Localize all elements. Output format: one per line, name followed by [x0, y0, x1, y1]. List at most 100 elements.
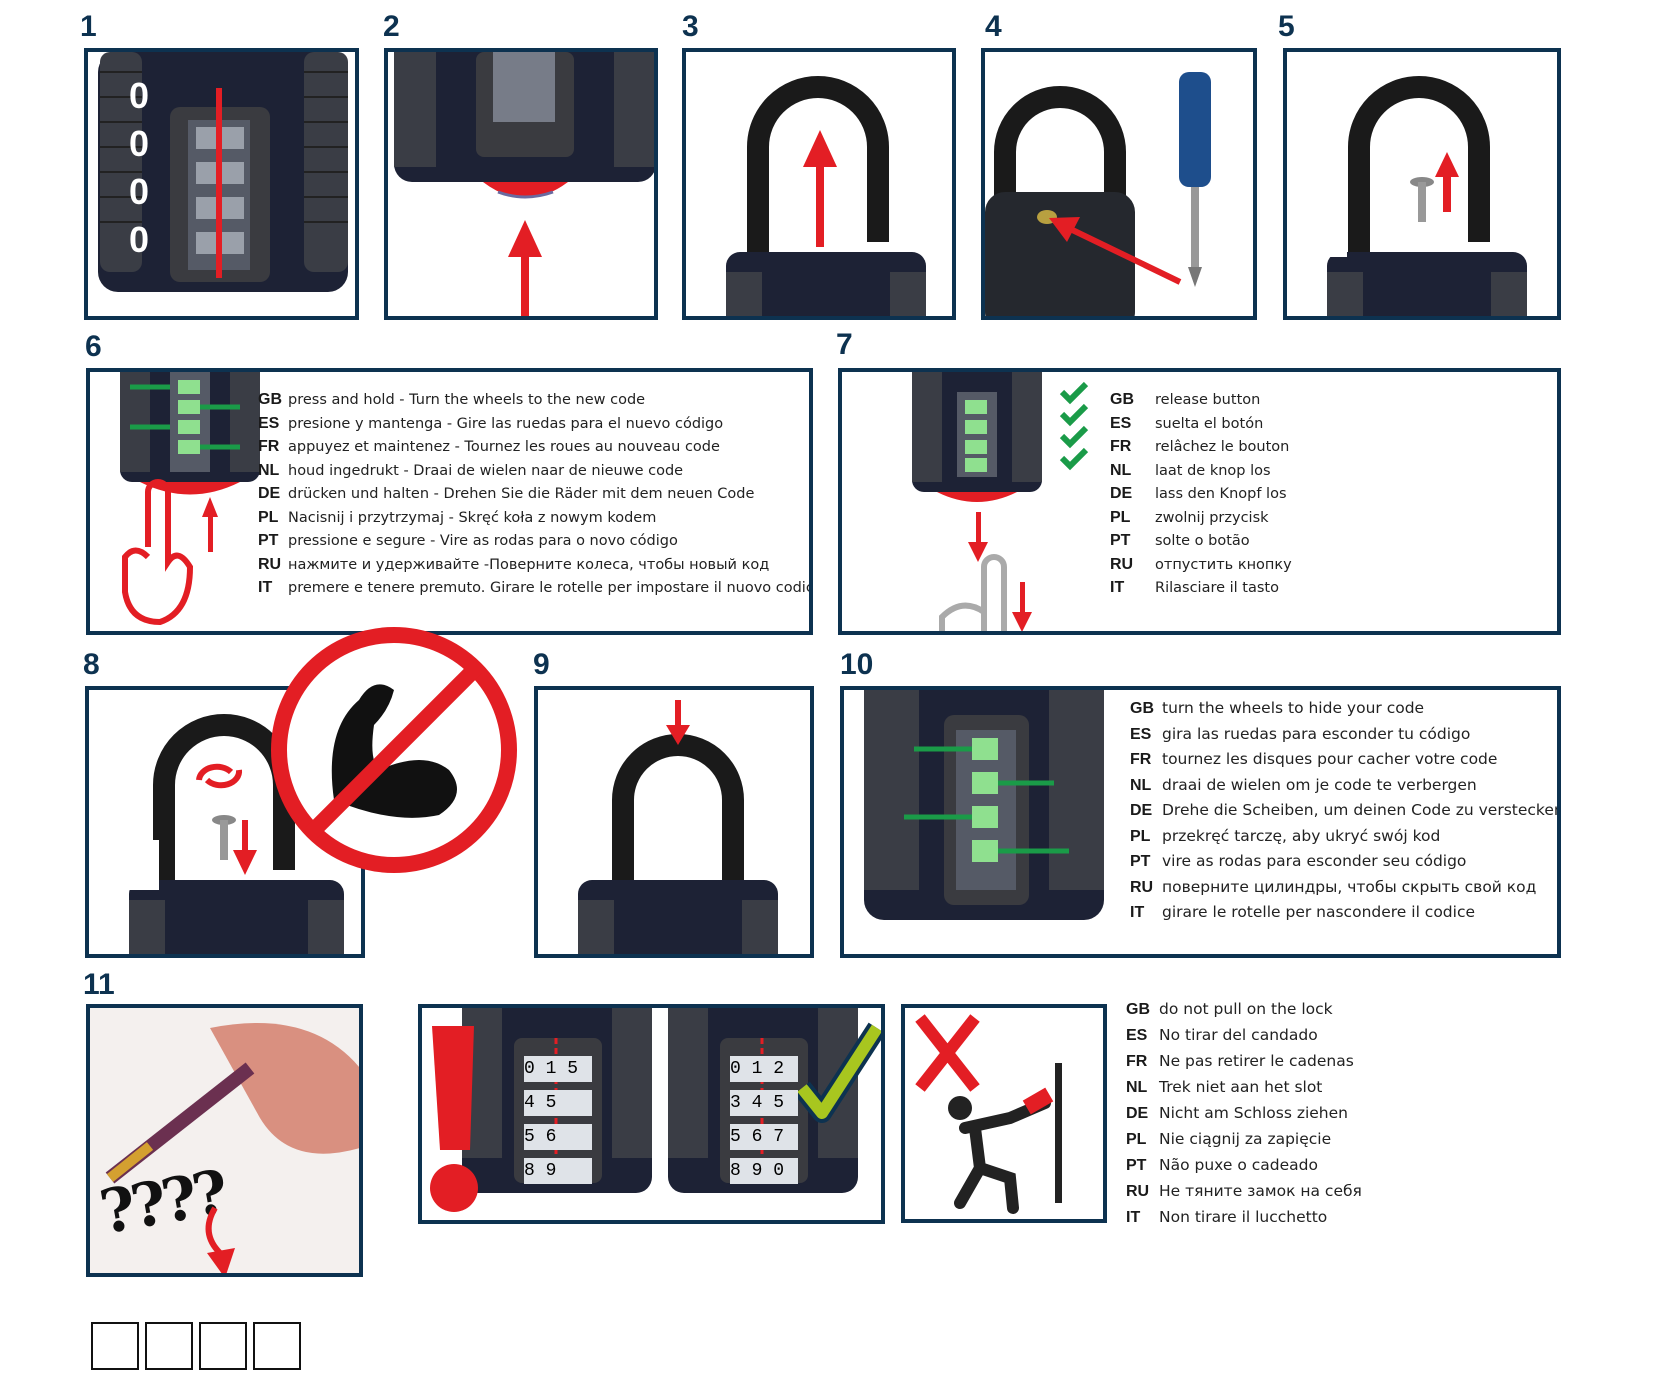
instruction-text: Nicht am Schloss ziehen: [1159, 1104, 1348, 1122]
lock-front-illustration: [98, 52, 348, 292]
instruction-text: presione y mantenga - Gire las ruedas pa…: [288, 415, 724, 432]
release-button-illustration: [912, 372, 1089, 631]
step-number-11: 11: [83, 968, 115, 1001]
step-number-7: 7: [836, 328, 853, 361]
digit: 0: [128, 171, 150, 212]
step-number-10: 10: [840, 648, 874, 681]
language-code: DE: [258, 485, 281, 502]
warning-exclamation-icon: [432, 1026, 474, 1150]
close-shackle-illustration: [578, 700, 778, 954]
wheel: 8 9 0: [730, 1158, 798, 1184]
instruction-row: PT Não puxe o cadeado: [1126, 1152, 1362, 1178]
step-number-9: 9: [533, 648, 550, 681]
press-and-turn-illustration: [120, 372, 260, 626]
check-icons: [1059, 381, 1089, 471]
language-code: RU: [1130, 878, 1154, 896]
remove-screw-illustration: [1287, 76, 1527, 316]
arrow-down-icon: [205, 1206, 235, 1273]
step-number-3: 3: [682, 10, 699, 43]
instruction-text: pressione e segure - Vire as rodas para …: [288, 533, 678, 549]
instruction-text: Nacisnij i przytrzymaj - Skręć koła z no…: [288, 509, 657, 526]
step-number-2: 2: [383, 10, 400, 43]
scramble-code-illustration: [864, 690, 1104, 920]
language-code: PL: [1110, 508, 1131, 526]
language-code: PL: [258, 508, 279, 526]
language-code: PT: [258, 532, 279, 549]
press-button-illustration: [394, 52, 654, 316]
language-code: PT: [1110, 532, 1131, 549]
instruction-row: ES suelta el botón: [1110, 412, 1292, 436]
step-3-panel: [682, 48, 956, 320]
instruction-text: Rilasciare il tasto: [1155, 580, 1279, 596]
language-code: NL: [1130, 776, 1152, 794]
instruction-text: houd ingedrukt - Draai de wielen naar de…: [288, 462, 684, 479]
check-icon: [797, 1024, 881, 1119]
step-number-6: 6: [85, 330, 102, 363]
digit: 0: [128, 123, 150, 164]
instruction-text: gira las ruedas para esconder tu código: [1162, 724, 1471, 743]
instruction-row: NL draai de wielen om je code te verberge…: [1130, 773, 1557, 799]
instruction-text: appuyez et maintenez - Tournez les roues…: [288, 439, 720, 455]
digit: 0: [128, 75, 150, 116]
step-5-panel: [1283, 48, 1561, 320]
step-number-1: 1: [80, 10, 97, 43]
language-code: FR: [1130, 751, 1152, 768]
language-code: FR: [1110, 438, 1132, 455]
instruction-text: premere e tenere premuto. Girare le rote…: [288, 580, 813, 596]
language-code: IT: [1126, 1209, 1141, 1226]
instruction-text: tournez les disques pour cacher votre co…: [1162, 750, 1498, 768]
instruction-text: relâchez le bouton: [1155, 439, 1290, 455]
instruction-text: vire as rodas para esconder seu código: [1162, 852, 1467, 870]
step-2-panel: [384, 48, 658, 320]
code-box-2[interactable]: [145, 1322, 193, 1370]
instruction-text: Não puxe o cadeado: [1159, 1156, 1318, 1174]
instruction-text: draai de wielen om je code te verbergen: [1162, 775, 1477, 794]
language-code: PL: [1130, 827, 1151, 845]
language-code: GB: [1126, 1001, 1150, 1018]
instruction-row: FR tournez les disques pour cacher votre …: [1130, 747, 1557, 773]
code-box-3[interactable]: [199, 1322, 247, 1370]
language-code: PT: [1126, 1157, 1147, 1174]
do-not-pull-panel: [901, 1004, 1107, 1223]
language-code: ES: [1110, 414, 1132, 432]
code-box-4[interactable]: [253, 1322, 301, 1370]
step-9-panel: [534, 686, 814, 958]
instruction-row: IT Rilasciare il tasto: [1110, 576, 1292, 600]
instruction-text: do not pull on the lock: [1159, 1000, 1333, 1018]
code-box-1[interactable]: [91, 1322, 139, 1370]
instruction-row: PL Nacisnij i przytrzymaj - Skręć koła z …: [258, 506, 809, 530]
instruction-text: suelta el botón: [1155, 415, 1264, 432]
instruction-row: PL przekręć tarczę, aby ukryć swój kod: [1130, 824, 1557, 850]
language-code: IT: [1110, 579, 1125, 596]
shackle-open-illustration: [726, 76, 926, 316]
instruction-text: przekręć tarczę, aby ukryć swój kod: [1162, 826, 1441, 845]
wrong-wheels: 0 1 5 4 5 5 6 8 9: [524, 1052, 592, 1184]
step-number-8: 8: [83, 648, 100, 681]
language-code: NL: [1126, 1079, 1148, 1096]
language-code: ES: [1126, 1027, 1148, 1044]
wheel: 0 1 2: [730, 1056, 798, 1082]
instruction-text: Drehe die Scheiben, um deinen Code zu ve…: [1162, 801, 1561, 819]
instruction-text: press and hold - Turn the wheels to the …: [288, 392, 646, 408]
write-down-code-illustration: [90, 1008, 359, 1273]
screwdriver-illustration: [985, 72, 1211, 316]
